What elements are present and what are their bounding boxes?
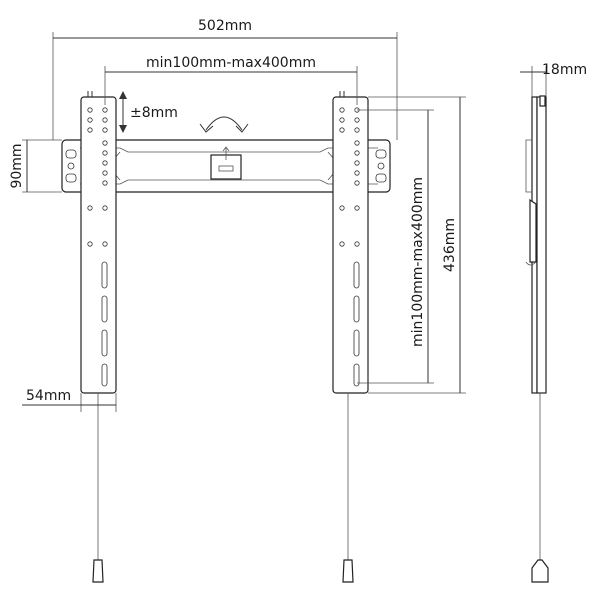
- rotate-arrows-icon: [199, 116, 249, 133]
- dimension-arm-width: 54mm: [22, 388, 117, 412]
- dimension-label-arm-width: 54mm: [26, 388, 71, 404]
- dimension-vesa-horizontal: min100mm-max400mm: [104, 55, 358, 105]
- dimension-label-vesa-horizontal: min100mm-max400mm: [146, 55, 316, 71]
- front-view: 502mm min100mm-max400mm ±8mm 90mm 54mm: [9, 18, 466, 583]
- side-view: 18mm: [520, 62, 587, 583]
- dimension-label-overall-height: 436mm: [442, 218, 458, 272]
- left-arm: [80, 91, 117, 583]
- dimension-label-rail-height: 90mm: [9, 143, 25, 188]
- up-down-arrow-icon: [119, 91, 127, 133]
- dimension-label-vesa-vertical: min100mm-max400mm: [410, 177, 426, 347]
- dimension-overall-width: 502mm: [52, 18, 398, 140]
- dimension-label-depth: 18mm: [542, 62, 587, 78]
- dimension-overall-height: 436mm: [368, 96, 466, 394]
- wall-rail: [61, 139, 391, 193]
- right-arm: [332, 91, 369, 583]
- left-arm-holes: [87, 107, 108, 387]
- dimension-label-overall-width: 502mm: [198, 18, 252, 34]
- dimension-label-vertical-adjust: ±8mm: [130, 105, 178, 121]
- lock-tab-icon: [210, 146, 242, 180]
- dimension-vesa-vertical: min100mm-max400mm: [357, 109, 434, 384]
- dimension-rail-height: 90mm: [9, 139, 62, 193]
- right-arm-holes: [339, 107, 360, 387]
